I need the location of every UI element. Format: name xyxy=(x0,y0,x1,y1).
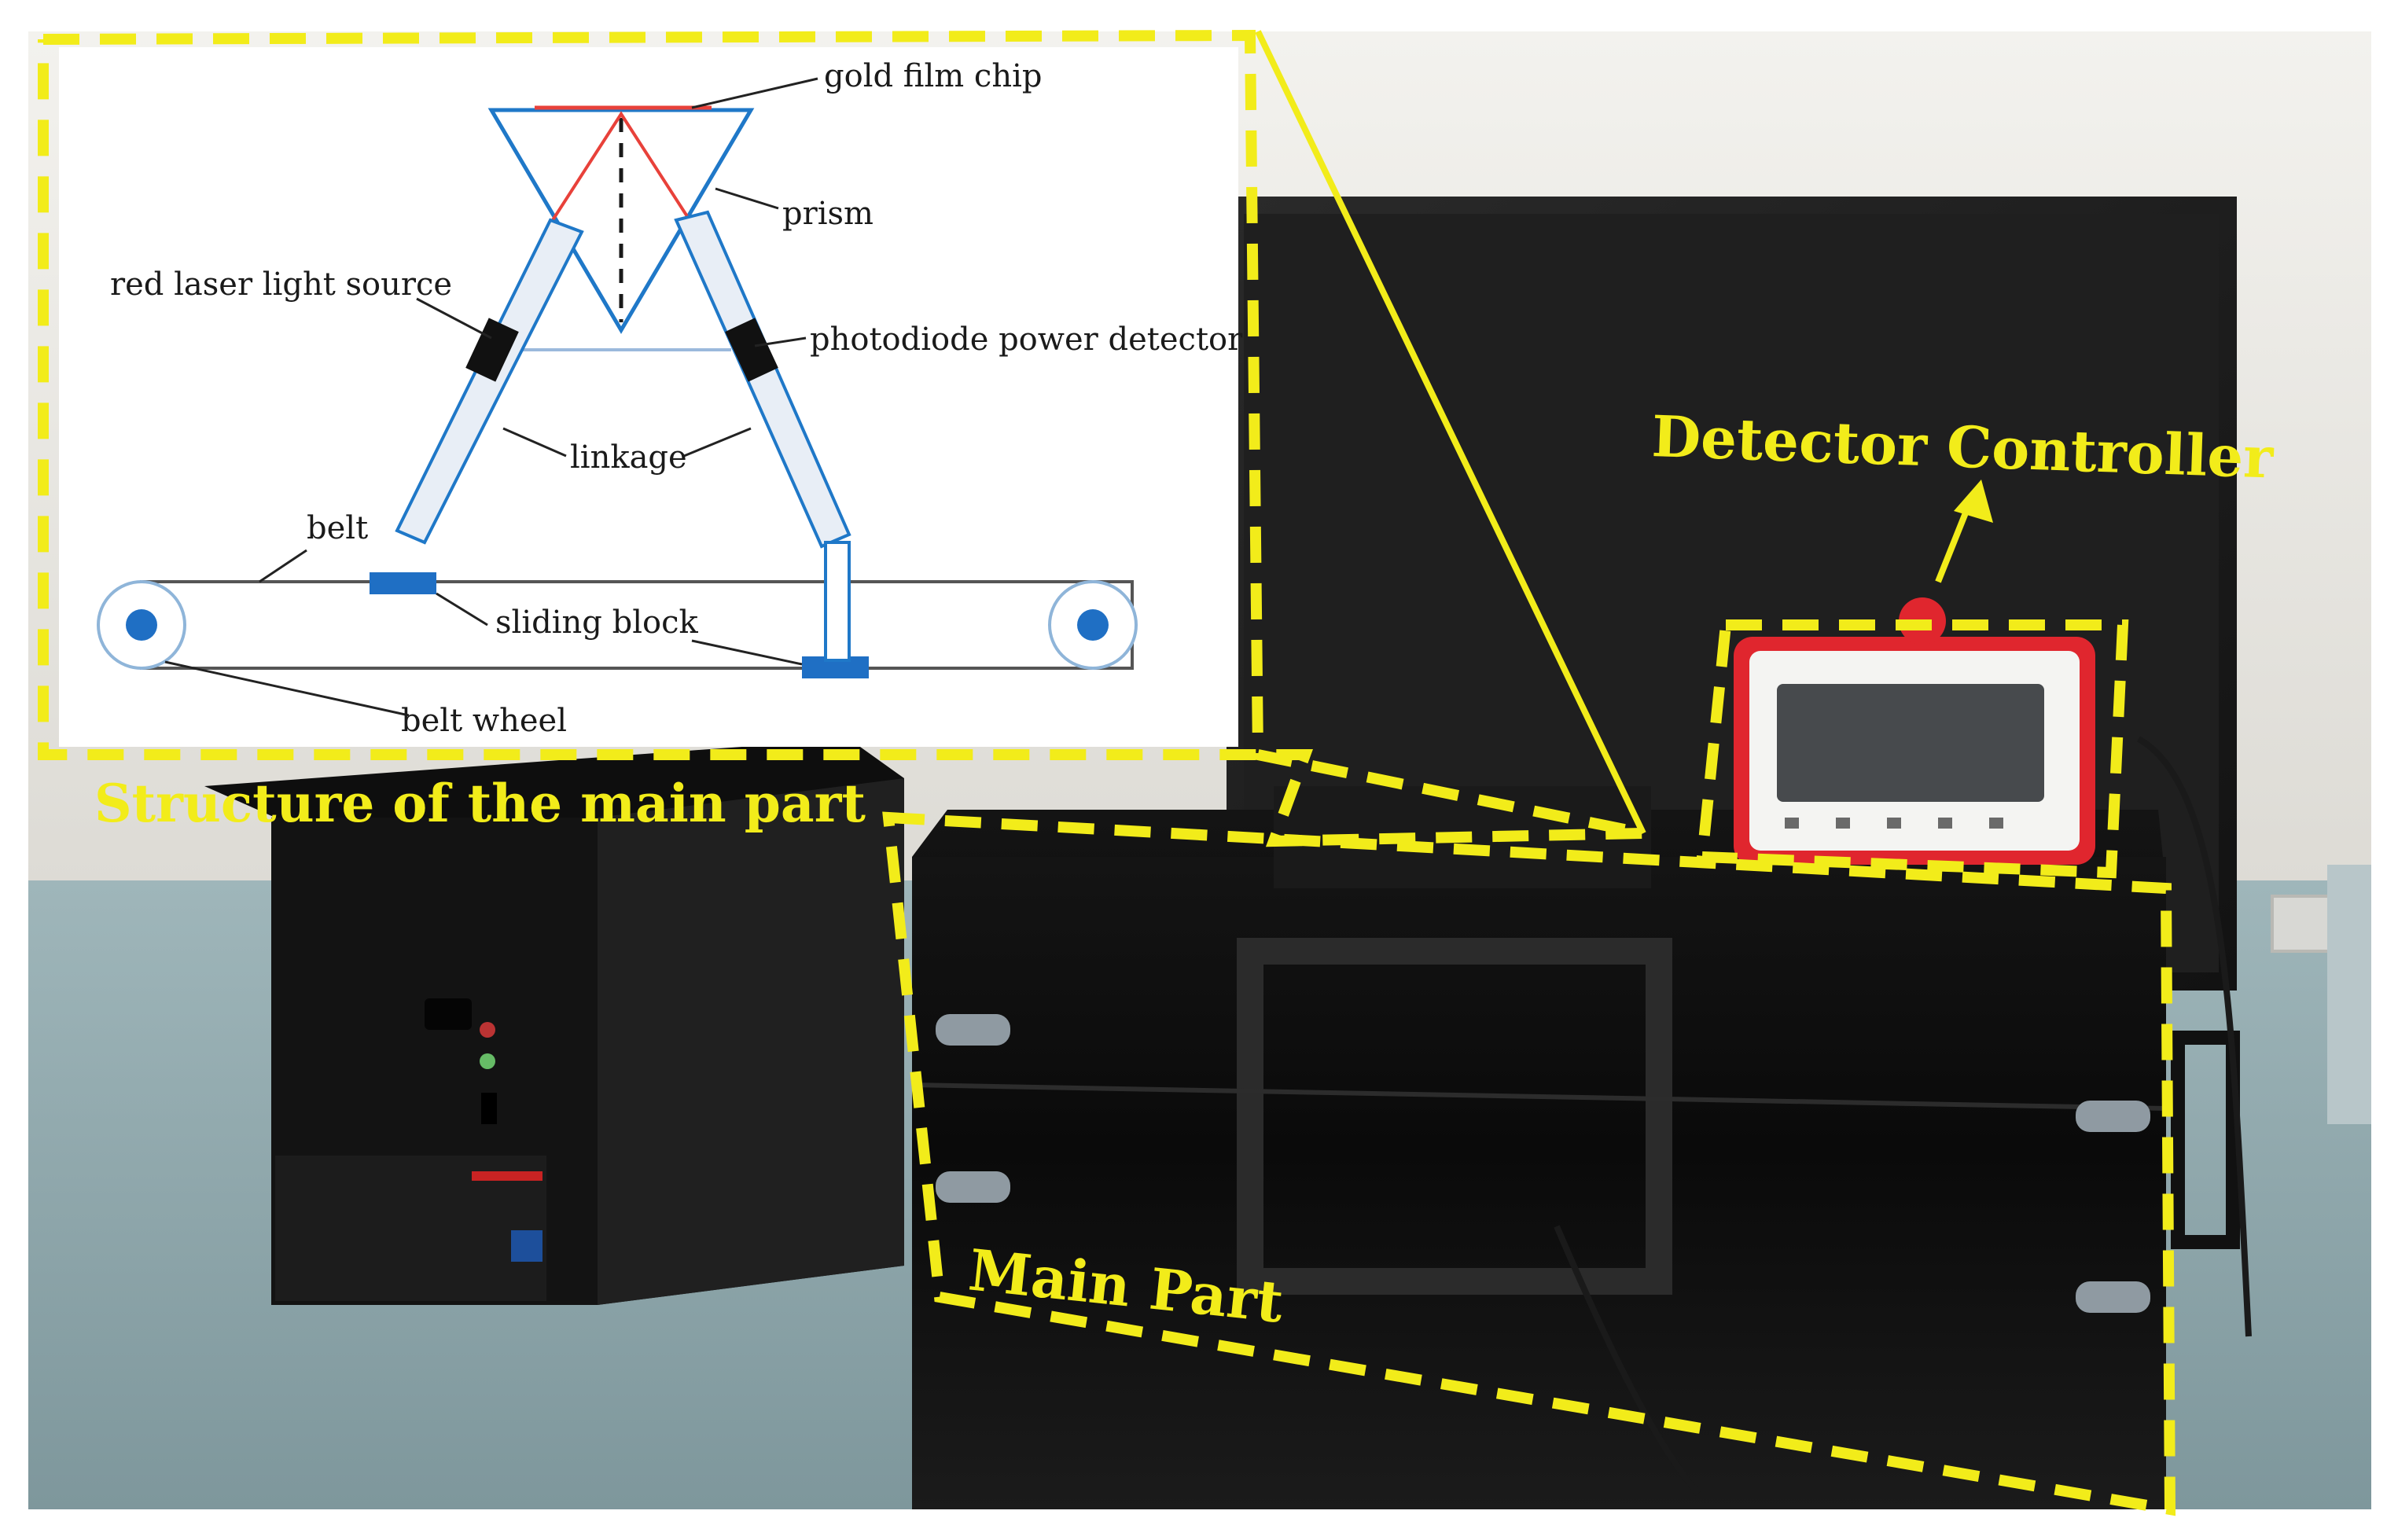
sliding-block-left xyxy=(370,572,436,594)
label-structure-of-main-part: Structure of the main part xyxy=(94,773,866,834)
pc-tower xyxy=(204,739,904,1305)
hinge-right-bottom xyxy=(2076,1281,2150,1313)
device-buttons xyxy=(1785,818,2003,829)
label-belt: belt xyxy=(307,510,368,546)
belt-wheel-right-hub xyxy=(1077,609,1109,641)
controller-arrow xyxy=(1935,480,1993,583)
highlight-overlays xyxy=(38,29,2176,1516)
laser-path xyxy=(541,111,701,237)
hdd-led xyxy=(480,1053,495,1069)
label-linkage: linkage xyxy=(570,439,687,476)
sticker xyxy=(511,1230,542,1262)
left-linkage xyxy=(395,218,584,545)
label-sliding-block: sliding block xyxy=(495,605,698,641)
laser-source xyxy=(465,318,519,382)
right-post xyxy=(824,541,851,662)
brand-stripe xyxy=(472,1171,542,1181)
label-belt-wheel: belt wheel xyxy=(401,703,567,739)
hinge-right-top xyxy=(2076,1101,2150,1132)
photodiode-detector xyxy=(725,318,778,382)
label-photodiode: photodiode power detector xyxy=(810,322,1243,358)
power-button xyxy=(425,998,472,1030)
inset-schematic: gold film chip prism red laser light sou… xyxy=(59,47,1243,747)
belt-wheel-left-hub xyxy=(126,609,157,641)
controller-dashed-box xyxy=(1696,619,2129,879)
callout-line xyxy=(1255,30,1646,835)
reflection-line xyxy=(911,1082,2167,1111)
cable xyxy=(1554,1225,1701,1496)
detector-controller-device xyxy=(1734,597,2095,865)
cable-right xyxy=(2137,736,2252,1337)
side-box xyxy=(2327,865,2371,1124)
main-part-dashed-box xyxy=(882,811,2176,1516)
usb-port xyxy=(481,1093,497,1124)
right-linkage xyxy=(674,210,851,549)
power-led xyxy=(480,1022,495,1038)
main-part-enclosure xyxy=(911,736,2252,1509)
front-window-frame xyxy=(1237,938,1672,1295)
inset-background xyxy=(59,47,1238,747)
label-red-laser: red laser light source xyxy=(110,266,452,303)
leader-lines xyxy=(164,77,818,717)
hinge-left-top xyxy=(936,1014,1010,1046)
structure-dashed-box xyxy=(38,29,1645,847)
device-screen xyxy=(1777,684,2044,802)
label-prism: prism xyxy=(782,196,874,232)
label-gold-film-chip: gold film chip xyxy=(824,58,1042,94)
hinge-left-bottom xyxy=(936,1171,1010,1203)
handle xyxy=(2171,1031,2240,1249)
